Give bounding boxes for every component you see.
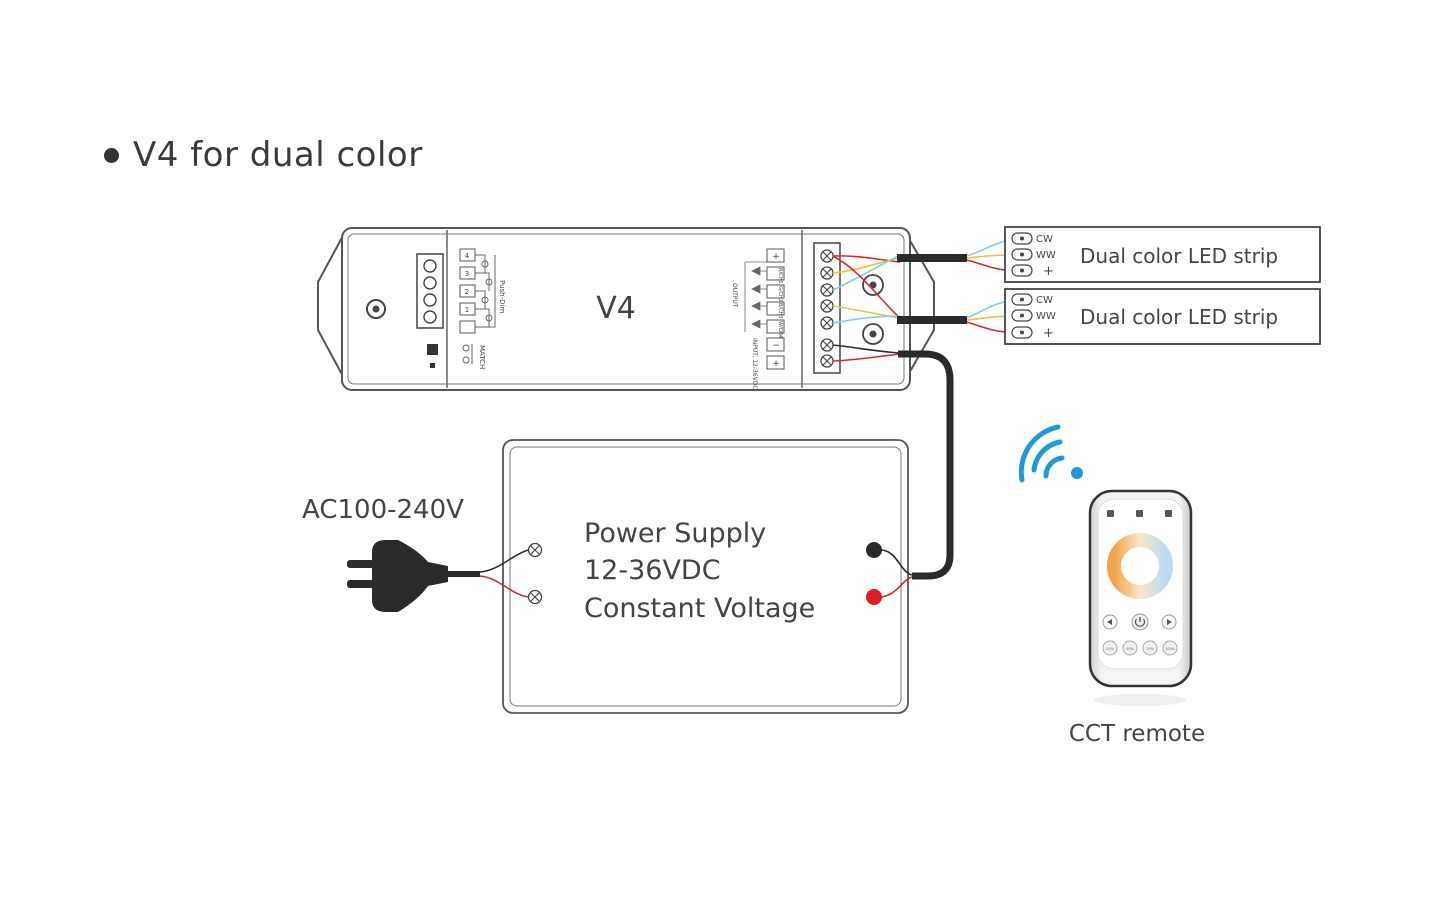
page-heading: V4 for dual color xyxy=(104,135,423,175)
dc-negative-terminal xyxy=(866,542,882,558)
svg-text:75%: 75% xyxy=(1146,647,1154,651)
input-pin-3: 3 xyxy=(465,270,469,278)
led-strip-2: CW WW + Dual color LED strip xyxy=(1004,288,1321,345)
strip2-pin-plus: + xyxy=(1043,326,1054,341)
svg-text:25%: 25% xyxy=(1106,647,1114,651)
input-voltage-label: INPUT: 12-36VDC xyxy=(751,338,758,390)
ac-voltage-label: AC100-240V xyxy=(302,495,464,525)
rj-connector[interactable] xyxy=(416,253,444,329)
output-label: OUTPUT xyxy=(731,283,738,308)
cct-color-ring[interactable] xyxy=(1107,533,1173,599)
remote-label: CCT remote xyxy=(1069,721,1205,747)
brightness-buttons[interactable]: 25% 50% 75% 100% xyxy=(1102,640,1178,656)
svg-text:100%: 100% xyxy=(1165,647,1176,651)
output-pin-ch3: B/CH3 xyxy=(777,303,783,319)
input-pin-2: 2 xyxy=(465,288,469,296)
input-pin-1: 1 xyxy=(465,306,469,314)
zone-buttons[interactable] xyxy=(1107,510,1172,517)
strip1-pin-ww: WW xyxy=(1036,250,1056,261)
input-pin-4: 4 xyxy=(465,252,470,260)
strip1-label: Dual color LED strip xyxy=(1080,244,1278,268)
output-pin-ch2: G/CH2 xyxy=(777,286,783,302)
input-pin-minus: − xyxy=(772,341,780,351)
push-dim-input-block: 4 3 2 1 Push-Dim MATCH xyxy=(459,248,506,369)
power-supply: Power Supply 12-36VDC Constant Voltage xyxy=(502,439,913,714)
push-dim-label: Push-Dim xyxy=(498,280,506,313)
strip2-pin-cw: CW xyxy=(1036,295,1053,306)
output-pin-ch1: R/CH1 xyxy=(777,268,783,284)
output-pin-ch4: W/CH4 xyxy=(777,321,783,338)
v4-controller: 4 3 2 1 Push-Dim MATCH V4 + xyxy=(317,227,935,391)
svg-text:50%: 50% xyxy=(1126,647,1134,651)
strip2-pin-ww: WW xyxy=(1036,311,1056,322)
cable-gland-icon xyxy=(862,323,884,345)
cct-remote: 25% 50% 75% 100% xyxy=(1088,489,1193,706)
led-strip-1: CW WW + Dual color LED strip xyxy=(1004,226,1321,283)
page-title: V4 for dual color xyxy=(133,135,423,175)
input-pin-plus: + xyxy=(772,359,780,369)
internal-wires xyxy=(832,254,901,362)
psu-line-3: Constant Voltage xyxy=(584,593,815,624)
match-button[interactable] xyxy=(427,344,438,355)
wireless-signal-icon xyxy=(1018,424,1065,483)
psu-line-2: 12-36VDC xyxy=(584,555,721,586)
strip1-pin-cw: CW xyxy=(1036,234,1053,245)
ac-plug-icon xyxy=(347,540,529,612)
output-terminal-labels: + R/CH1 G/CH2 B/CH3 W/CH4 − + OUTPUT INP… xyxy=(731,248,785,390)
controller-name: V4 xyxy=(596,291,636,326)
strip1-pin-plus: + xyxy=(1043,264,1054,279)
screw-terminal-block[interactable] xyxy=(813,242,841,374)
cable-gland-icon xyxy=(862,274,884,296)
controller-left-flange xyxy=(317,231,346,381)
strip2-label: Dual color LED strip xyxy=(1080,305,1278,329)
dc-power-cable xyxy=(898,350,954,580)
match-label: MATCH xyxy=(478,345,486,369)
output-pin-plus: + xyxy=(772,252,780,262)
psu-line-1: Power Supply xyxy=(584,518,766,549)
dc-positive-terminal xyxy=(866,589,882,605)
mount-screw-icon xyxy=(366,299,386,319)
bullet-icon xyxy=(104,147,119,163)
